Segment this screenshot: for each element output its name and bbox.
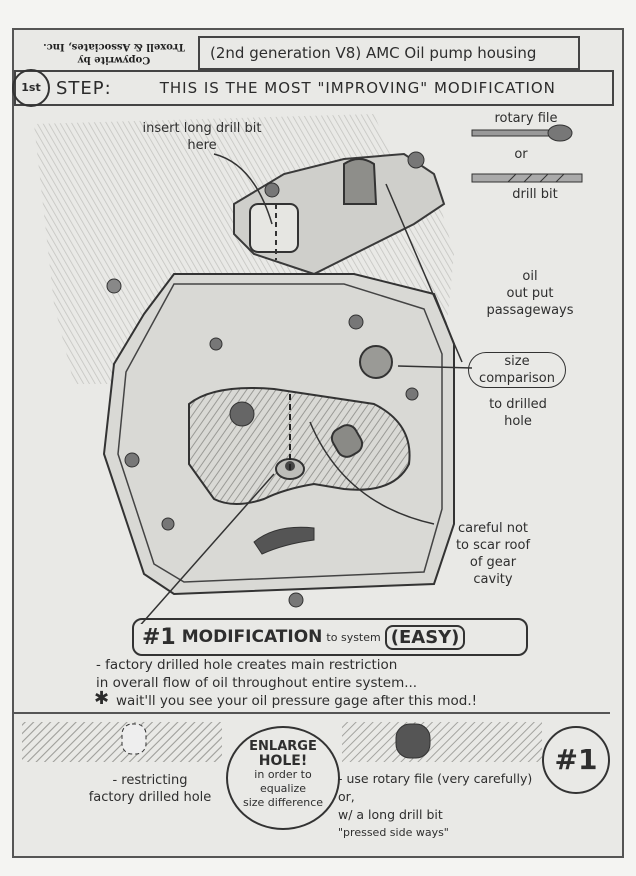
tools-illustration (471, 124, 583, 183)
rotary-file-label: rotary file (494, 111, 558, 126)
careful-leader (309, 421, 435, 525)
careful-line3: of gear (469, 555, 517, 570)
step-bar: 1st STEP: THIS IS THE MOST "IMPROVING" M… (12, 69, 614, 107)
oil-output-line1: oil (522, 269, 538, 284)
bolt-hole-upper-left (264, 182, 280, 198)
step-label: STEP: (56, 77, 112, 99)
bolt-hole-left (124, 452, 140, 468)
bolt-hole-mid-right (348, 314, 364, 330)
insert-drill-label: insert long drill bit here (112, 120, 292, 154)
gear-cavity (188, 387, 411, 505)
use-line2: w/ a long drill bit (338, 807, 443, 822)
bolt-hole-right (405, 387, 419, 401)
copyright-line1: Copywrite by (77, 54, 151, 65)
gear-shaft-hole (229, 401, 255, 427)
oil-pump-housing-drawing (34, 114, 473, 624)
use-tool-label: - use rotary file (very carefully) or, w… (338, 770, 538, 842)
careful-line4: cavity (473, 572, 513, 587)
factory-hole-leader (140, 473, 275, 624)
rotary-file-shank (471, 129, 553, 137)
modification-heading: #1 MODIFICATION to system (EASY) (132, 618, 528, 656)
size-comparison-hole (359, 345, 393, 379)
step-number-text: 1st (21, 81, 41, 94)
restricting-label: - restricting factory drilled hole (70, 772, 230, 806)
size-comparison-leader (397, 365, 473, 369)
enlarge-line2: HOLE! (258, 753, 308, 769)
document-title: (2nd generation V8) AMC Oil pump housing (198, 36, 580, 70)
enlarge-hole-callout: ENLARGE HOLE! in order to equalize size … (226, 726, 340, 830)
bolt-hole-top (407, 151, 425, 169)
drill-entry-port (249, 203, 299, 253)
oil-output-line3: passageways (486, 303, 574, 318)
size-comparison-line2: comparison (479, 371, 555, 386)
or-label: or (514, 147, 528, 162)
oil-output-passage (343, 158, 378, 205)
drill-bit-flute (555, 173, 565, 183)
enlarge-line3: in order to (254, 768, 312, 781)
oil-output-label: oil out put passageways (480, 268, 580, 319)
enlarge-line4: equalize (259, 782, 307, 795)
careful-line2: to scar roof (455, 538, 531, 553)
step-number: 1st (12, 69, 50, 107)
restricting-line2: factory drilled hole (88, 790, 212, 805)
insert-drill-line1: insert long drill bit (142, 121, 262, 136)
use-line1: - use rotary file (very carefully) or, (338, 771, 533, 804)
use-line3: "pressed side ways" (338, 826, 449, 839)
bolt-hole-mid-left (209, 337, 223, 351)
modification-difficulty: (EASY) (384, 624, 466, 650)
drill-bit-body (471, 173, 583, 183)
bottom-slot (253, 526, 315, 555)
drill-bit-flute (539, 173, 549, 183)
modification-number: #1 (142, 624, 176, 650)
modification-notes: - factory drilled hole creates main rest… (96, 656, 606, 710)
modification-to-system: to system (326, 630, 381, 644)
careful-label: careful not to scar roof of gear cavity (438, 520, 548, 588)
restricting-line1: - restricting (112, 773, 188, 788)
size-comparison-line1: size (504, 354, 530, 369)
modification-note-line2: in overall flow of oil throughout entire… (96, 675, 418, 691)
drill-bit-label: drill bit (512, 187, 558, 202)
enlarge-line1: ENLARGE (249, 739, 317, 754)
copyright-notice: Copywrite by Troxell & Associates, Inc. (24, 40, 204, 66)
enlarge-line5: size difference (242, 796, 324, 809)
modification-note-line1: - factory drilled hole creates main rest… (96, 657, 398, 673)
step-badge: #1 (542, 726, 610, 794)
asterisk-icon: ✱ (94, 688, 110, 709)
bolt-hole-bottom (288, 592, 304, 608)
oil-output-leader (385, 183, 463, 363)
bottom-cross-section (22, 722, 542, 762)
modification-note-line3: wait'll you see your oil pressure gage a… (116, 693, 478, 709)
modification-title: MODIFICATION (181, 627, 323, 647)
drill-bit-flute (507, 173, 517, 183)
enlarged-hole-shape (395, 723, 431, 759)
gear-shaft (330, 424, 364, 458)
drill-bit-flute (523, 173, 533, 183)
to-drilled-line2: hole (504, 414, 532, 429)
careful-line1: careful not (457, 521, 529, 536)
copyright-line2: Troxell & Associates, Inc. (43, 41, 185, 52)
oil-output-line2: out put (506, 286, 554, 301)
insert-drill-leader (213, 153, 273, 225)
cross-section-right (342, 722, 542, 762)
bolt-hole-lower-left (161, 517, 175, 531)
housing-gasket-edge (117, 283, 443, 583)
restricting-hole-shape (121, 723, 147, 755)
size-comparison-label: size comparison (468, 352, 566, 388)
to-drilled-label: to drilled hole (470, 396, 566, 430)
insert-drill-line2: here (187, 138, 217, 153)
step-description: THIS IS THE MOST "IMPROVING" MODIFICATIO… (159, 79, 556, 97)
rotary-file-head (547, 124, 573, 142)
divider-line (14, 712, 610, 714)
to-drilled-line1: to drilled (489, 397, 547, 412)
bolt-hole-far-left (106, 278, 122, 294)
